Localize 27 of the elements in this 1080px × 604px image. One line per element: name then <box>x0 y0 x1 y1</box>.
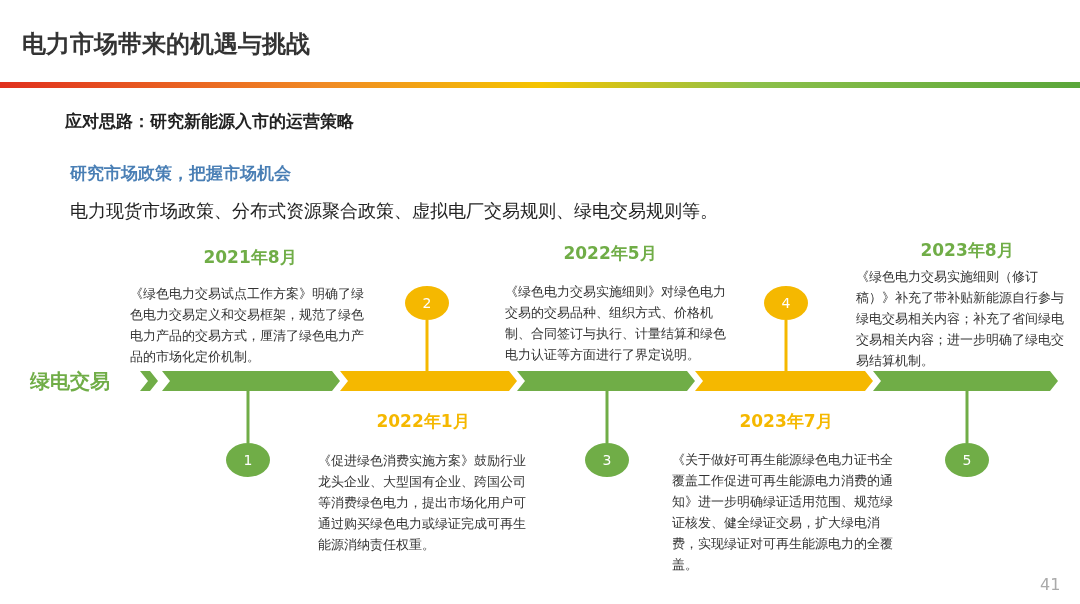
page-number: 41 <box>1040 575 1061 594</box>
milestone-circle: 4 <box>764 286 808 320</box>
milestone-description: 《绿色电力交易试点工作方案》明确了绿色电力交易定义和交易框架，规范了绿色电力产品的交易方式，厘清了绿色电力产品的市场化定价机制。 <box>130 285 365 366</box>
milestone-description: 《绿色电力交易实施细则》对绿色电力交易的交易品种、组织方式、价格机制、合同签订与执行、计量结算和绿色电力认证等方面进行了界定说明。 <box>505 283 727 364</box>
connector-line <box>425 320 429 371</box>
milestone-description: 《促进绿色消费实施方案》鼓励行业龙头企业、大型国有企业、跨国公司等消费绿色电力，提出市场化用户可通过购买绿色电力或绿证完成可再生能源消纳责任权重。 <box>318 452 527 554</box>
milestone-description: 《绿色电力交易实施细则（修订稿）》补充了带补贴新能源自行参与绿电交易相关内容；补充了省间绿电交易相关内容；进一步明确了绿电交易结算机制。 <box>856 268 1065 370</box>
milestone-circle: 5 <box>945 443 989 477</box>
milestone-date: 2022年5月 <box>563 242 657 265</box>
subheading: 应对思路：研究新能源入市的运营策略 <box>65 110 354 133</box>
timeline-arrow <box>140 371 1058 391</box>
connector-line <box>784 320 788 371</box>
milestone-description: 《关于做好可再生能源绿色电力证书全覆盖工作促进可再生能源电力消费的通知》进一步明确绿证适用范围、规范绿证核发、健全绿证交易，扩大绿电消费，实现绿证对可再生能源电力的全覆盖。 <box>672 451 894 574</box>
timeline-label: 绿电交易 <box>30 368 110 395</box>
milestone-circle: 1 <box>226 443 270 477</box>
section-heading: 研究市场政策，把握市场机会 <box>70 162 291 185</box>
milestone-date: 2021年8月 <box>203 246 297 269</box>
milestone-circle: 2 <box>405 286 449 320</box>
milestone-circle: 3 <box>585 443 629 477</box>
milestone-date: 2023年7月 <box>739 410 833 433</box>
slide-title: 电力市场带来的机遇与挑战 <box>22 29 310 60</box>
connector-line <box>605 391 609 443</box>
milestone-date: 2023年8月 <box>920 239 1014 262</box>
connector-line <box>965 391 969 443</box>
milestone-date: 2022年1月 <box>376 410 470 433</box>
body-text: 电力现货市场政策、分布式资源聚合政策、虚拟电厂交易规则、绿电交易规则等。 <box>70 199 718 223</box>
connector-line <box>246 391 250 443</box>
